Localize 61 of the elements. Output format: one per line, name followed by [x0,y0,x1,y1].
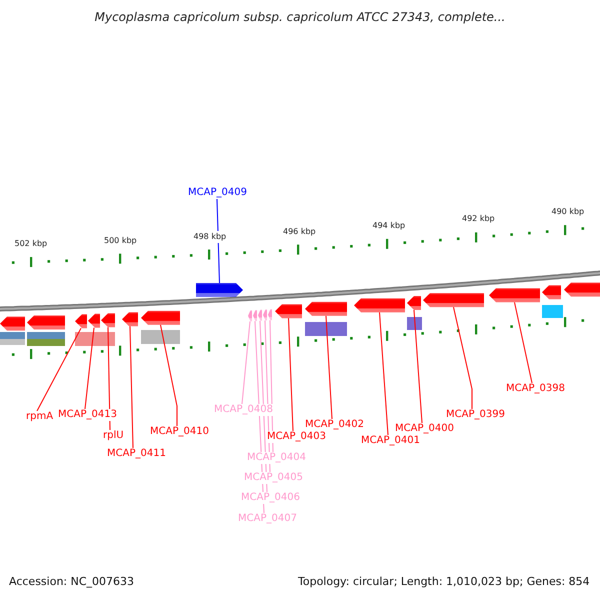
gene-label: MCAP_0409 [187,187,248,199]
gene-feature [88,314,100,328]
gene-feature [354,298,405,312]
scale-label: 490 kbp [552,206,584,218]
gene-feature [253,310,257,322]
gene-label: rplU [102,430,125,442]
scale-label: 492 kbp [462,213,495,226]
gene-feature [248,310,252,322]
gene-feature [542,285,561,300]
gene-label: MCAP_0405 [243,472,304,484]
gene-label: MCAP_0404 [246,452,307,464]
gene-feature [263,310,267,320]
scale-label: 502 kbp [14,238,48,250]
gene-feature [407,296,421,310]
gene-label: MCAP_0400 [394,423,455,435]
leader-line [414,310,422,424]
leader-line [160,324,178,426]
scale-label: 496 kbp [283,226,316,238]
gene-label: MCAP_0410 [149,426,210,438]
leader-line [514,302,532,384]
gene-label: MCAP_0406 [240,492,301,504]
genome-info-text: Topology: circular; Length: 1,010,023 bp; Genes: 854 [298,576,590,588]
scale-label: 500 kbp [104,234,137,247]
gene-label: rpmA [25,411,54,423]
leader-line [130,326,134,448]
leader-line [84,327,94,410]
gene-label: MCAP_0411 [106,448,167,460]
gene-feature [0,316,25,331]
leader-line [288,318,294,432]
leader-line [379,312,388,436]
gene-feature [423,293,484,308]
leader-line [453,306,472,410]
leader-line [108,326,110,430]
gene-feature [122,312,138,326]
gene-feature [275,304,302,318]
gene-feature [141,310,180,325]
leader-line [216,198,220,284]
gene-feature [564,282,600,297]
gene-label: MCAP_0398 [505,383,566,395]
gene-label: MCAP_0407 [237,513,298,525]
accession-text: Accession: NC_007633 [9,576,134,588]
chart-title: Mycoplasma capricolum subsp. capricolum ATCC 27343, complete... [94,11,506,23]
gene-feature [305,302,347,316]
gene-label: MCAP_0403 [266,431,327,443]
gene-feature [75,314,87,328]
gene-label: MCAP_0413 [57,409,118,421]
gene-feature [196,283,243,297]
gene-feature [101,313,115,328]
leader-line [242,320,250,404]
gene-label: MCAP_0401 [360,435,421,447]
leader-line [36,328,82,412]
leader-line [326,315,332,420]
scale-label: 498 kbp [194,230,226,243]
gene-feature [258,310,262,321]
gene-label: MCAP_0408 [213,404,274,416]
gene-feature [489,288,540,302]
gene-label: MCAP_0402 [304,419,365,431]
gene-feature [27,316,65,330]
scale-label: 494 kbp [372,220,406,232]
gene-label: MCAP_0399 [445,409,506,421]
gene-feature [268,309,272,320]
